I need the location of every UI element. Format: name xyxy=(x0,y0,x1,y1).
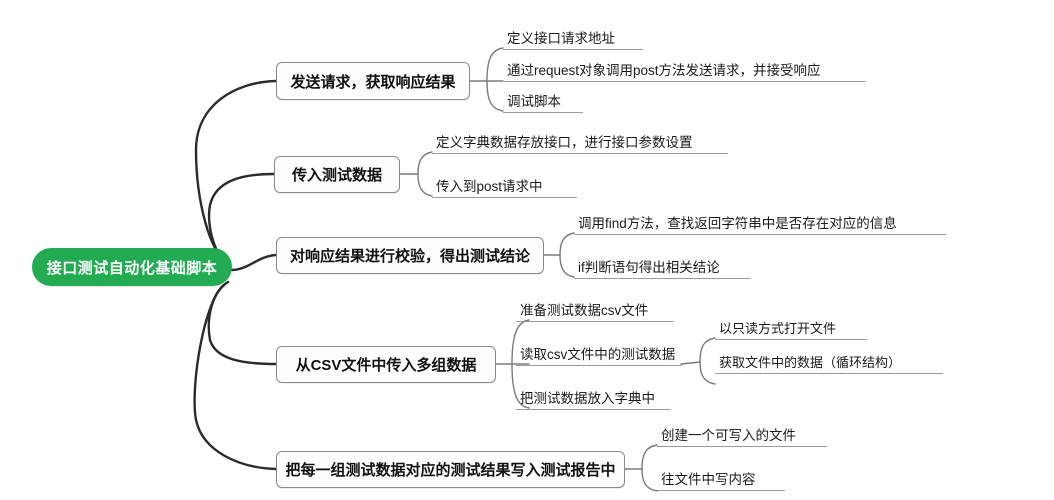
leaf-node-1-1[interactable]: 定义接口请求地址 xyxy=(503,28,643,50)
branch-node-2[interactable]: 传入测试数据 xyxy=(274,156,400,193)
branch-node-4[interactable]: 从CSV文件中传入多组数据 xyxy=(276,346,496,383)
leaf-node-2-1-label: 定义字典数据存放接口，进行接口参数设置 xyxy=(436,135,693,151)
branch-node-3-label: 对响应结果进行校验，得出测试结论 xyxy=(289,248,530,265)
link-branch-1-leaf-3 xyxy=(486,80,504,112)
branch-node-4-label: 从CSV文件中传入多组数据 xyxy=(295,357,477,374)
leaf-node-4-2-1[interactable]: 以只读方式打开文件 xyxy=(715,318,867,340)
leaf-node-4-2[interactable]: 读取csv文件中的测试数据 xyxy=(516,344,682,366)
leaf-node-2-1[interactable]: 定义字典数据存放接口，进行接口参数设置 xyxy=(432,132,728,154)
leaf-node-2-2-label: 传入到post请求中 xyxy=(436,179,543,195)
branch-node-1[interactable]: 发送请求，获取响应结果 xyxy=(276,62,470,100)
link-root-branch-4 xyxy=(207,280,278,366)
root-node-label: 接口测试自动化基础脚本 xyxy=(46,259,218,277)
leaf-node-5-2[interactable]: 往文件中写内容 xyxy=(657,469,785,491)
leaf-node-3-1-label: 调用find方法，查找返回字符串中是否存在对应的信息 xyxy=(578,216,897,232)
branch-node-2-label: 传入测试数据 xyxy=(291,167,382,184)
leaf-node-4-3[interactable]: 把测试数据放入字典中 xyxy=(516,388,671,410)
link-branch-3-leaf-1 xyxy=(559,232,575,256)
branch-node-1-label: 发送请求，获取响应结果 xyxy=(290,73,456,91)
leaf-node-1-3-label: 调试脚本 xyxy=(507,94,561,110)
leaf-node-1-1-label: 定义接口请求地址 xyxy=(507,31,615,47)
branch-node-5-label: 把每一组测试数据对应的测试结果写入测试报告中 xyxy=(285,462,616,479)
link-root-branch-1 xyxy=(194,79,278,264)
branch-node-5[interactable]: 把每一组测试数据对应的测试结果写入测试报告中 xyxy=(276,451,625,488)
link-branch-2-leaf-2 xyxy=(417,173,433,197)
leaf-node-4-2-2-label: 获取文件中的数据（循环结构） xyxy=(719,355,902,371)
leaf-node-4-2-2[interactable]: 获取文件中的数据（循环结构） xyxy=(715,352,943,374)
leaf-node-4-3-label: 把测试数据放入字典中 xyxy=(520,391,655,407)
link-root-branch-3 xyxy=(230,253,278,272)
link-branch-3-leaf-2 xyxy=(559,254,575,278)
leaf-node-5-2-label: 往文件中写内容 xyxy=(661,472,756,488)
leaf-node-5-1[interactable]: 创建一个可写入的文件 xyxy=(657,425,827,447)
leaf-node-5-1-label: 创建一个可写入的文件 xyxy=(661,428,796,444)
link-branch-5-leaf-2 xyxy=(641,468,658,492)
branch-node-3[interactable]: 对响应结果进行校验，得出测试结论 xyxy=(276,237,544,274)
leaf-node-1-2[interactable]: 通过request对象调用post方法发送请求，并接受响应 xyxy=(503,60,866,82)
root-node[interactable]: 接口测试自动化基础脚本 xyxy=(32,248,232,286)
leaf-node-3-2-label: if判断语句得出相关结论 xyxy=(578,260,720,276)
link-branch-1-leaf-1 xyxy=(486,47,504,82)
leaf-node-3-1[interactable]: 调用find方法，查找返回字符串中是否存在对应的信息 xyxy=(574,213,946,235)
link-branch-5-leaf-1 xyxy=(641,444,658,470)
leaf-node-4-1[interactable]: 准备测试数据csv文件 xyxy=(516,300,674,322)
leaf-node-3-2[interactable]: if判断语句得出相关结论 xyxy=(574,257,751,279)
leaf-node-2-2[interactable]: 传入到post请求中 xyxy=(432,176,577,198)
leaf-node-1-2-label: 通过request对象调用post方法发送请求，并接受响应 xyxy=(507,63,821,79)
link-leaf-4-2-sub-1 xyxy=(699,337,716,363)
leaf-node-4-2-label: 读取csv文件中的测试数据 xyxy=(520,347,676,363)
link-root-branch-5 xyxy=(193,283,278,471)
link-branch-2-leaf-1 xyxy=(417,151,433,175)
link-leaf-4-2-sub-2 xyxy=(699,361,716,385)
leaf-node-4-1-label: 准备测试数据csv文件 xyxy=(520,303,649,319)
leaf-node-4-2-1-label: 以只读方式打开文件 xyxy=(719,321,837,337)
leaf-node-1-3[interactable]: 调试脚本 xyxy=(503,91,583,113)
link-leaf-4-2-stem xyxy=(680,361,701,365)
